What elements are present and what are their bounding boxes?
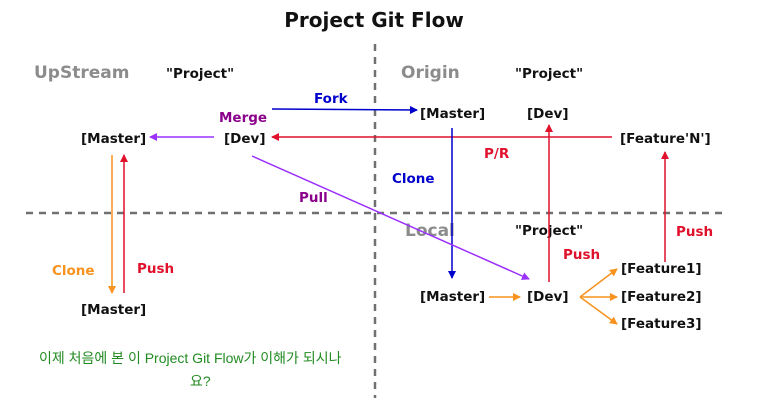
clone-origin-label: Clone [392,171,435,187]
region-upstream-label: UpStream [34,63,129,83]
pr-label: P/R [484,146,510,162]
diagram-title: Project Git Flow [284,8,464,32]
feature3-node: [Feature3] [621,316,702,332]
note-line-1: 이제 처음에 본 이 Project Git Flow가 이해가 되시나 [39,350,342,366]
merge-label: Merge [219,110,267,126]
upstream-dev-node: [Dev] [224,131,266,147]
origin-project-label: "Project" [515,66,583,82]
note-line-2: 요? [190,373,211,389]
push-feature-label: Push [676,224,713,240]
clone-upstream-label: Clone [52,263,95,279]
origin-master-node: [Master] [420,106,485,122]
local-master-node: [Master] [420,289,485,305]
pull-arrow [251,155,530,280]
upstream-local-master-node: [Master] [81,302,146,318]
feature1-node: [Feature1] [621,261,702,277]
upstream-project-label: "Project" [166,66,234,82]
dev-to-feature3-arrow [579,296,618,325]
push-dev-label: Push [563,247,600,263]
dev-to-feature1-arrow [579,268,618,298]
fork-label: Fork [314,91,349,107]
fork-arrow [271,105,418,114]
pull-label: Pull [299,190,328,206]
feature2-node: [Feature2] [621,289,702,305]
region-origin-label: Origin [401,63,460,83]
local-dev-node: [Dev] [527,289,569,305]
push-upstream-label: Push [137,261,174,277]
origin-feature-n-node: [Feature'N'] [620,131,711,147]
upstream-master-node: [Master] [81,131,146,147]
region-local-label: Local [405,221,455,241]
origin-dev-node: [Dev] [527,106,569,122]
